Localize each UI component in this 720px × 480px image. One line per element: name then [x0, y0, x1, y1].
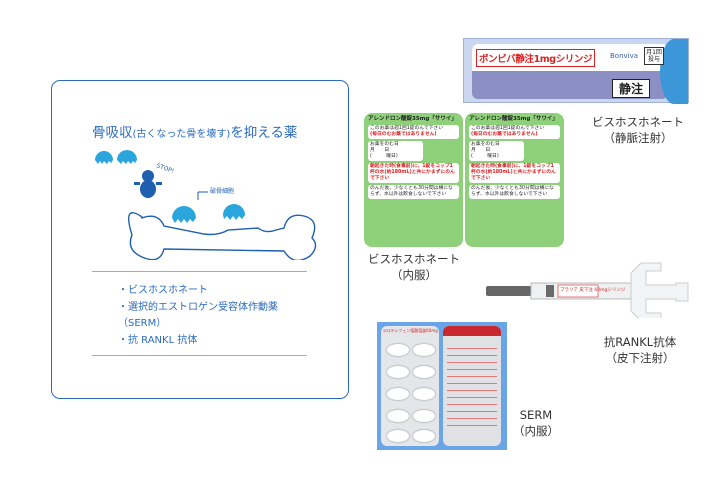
- bonviva-frequency: 月1回投与: [644, 47, 664, 65]
- raloxifene-blister-image: ラロキシフェン塩酸塩錠60mg: [377, 322, 507, 450]
- bone-icon: [128, 212, 317, 260]
- bisphosphonate-iv-label: ビスホスホネート（静脈注射）: [592, 115, 684, 145]
- list-item: （SERM）: [118, 318, 167, 329]
- serm-name: ラロキシフェン塩酸塩錠60mg: [382, 328, 438, 333]
- bone-resorption-illustration: STOP! 破骨細胞: [95, 150, 317, 260]
- osteoclast-icon: [95, 150, 137, 164]
- title-text: を抑える薬: [230, 125, 298, 141]
- divider: [92, 355, 307, 356]
- title-paren: (古くなった骨を壊す): [132, 129, 231, 140]
- prolia-syringe-image: プラリア 皮下注 60mgシリンジ: [486, 262, 689, 318]
- list-item: ・抗 RANKL 抗体: [118, 335, 198, 346]
- list-item: ・選択的エストロゲン受容体作動薬: [118, 302, 278, 313]
- bonviva-name: ボンビバ静注1mgシリンジ: [476, 49, 596, 67]
- list-item: ・ビスホスホネート: [118, 285, 208, 296]
- serm-label: SERM（内服）: [513, 408, 559, 438]
- info-card: [51, 80, 349, 399]
- osteoclast-label: 破骨細胞: [210, 187, 234, 195]
- anti-rankl-label: 抗RANKL抗体（皮下注射）: [603, 335, 677, 365]
- bisphosphonate-oral-label: ビスホスホネート（内服）: [368, 252, 460, 282]
- stop-character-icon: [134, 170, 162, 198]
- prolia-name: プラリア 皮下注 60mgシリンジ: [560, 286, 626, 293]
- divider: [92, 271, 307, 272]
- bonviva-package-image: ボンビバ静注1mgシリンジ Bonviva 月1回投与 静注: [463, 38, 689, 104]
- alendronate-blister-image: アレンドロン酸錠35mg「サワイ」 このお薬は週1回1錠のんで下さい(毎日のむお…: [465, 113, 564, 247]
- alendronate-blister-image: アレンドロン酸錠35mg「サワイ」 このお薬は週1回1錠のんで下さい(毎日のむお…: [364, 113, 463, 247]
- card-title: 骨吸収(古くなった骨を壊す)を抑える薬: [92, 121, 297, 141]
- title-text: 骨吸収: [92, 125, 133, 141]
- bonviva-route-badge: 静注: [612, 79, 651, 98]
- stop-label: STOP!: [155, 162, 175, 175]
- bonviva-brand: Bonviva: [610, 52, 639, 60]
- osteoclast-on-bone-icon: [172, 204, 245, 223]
